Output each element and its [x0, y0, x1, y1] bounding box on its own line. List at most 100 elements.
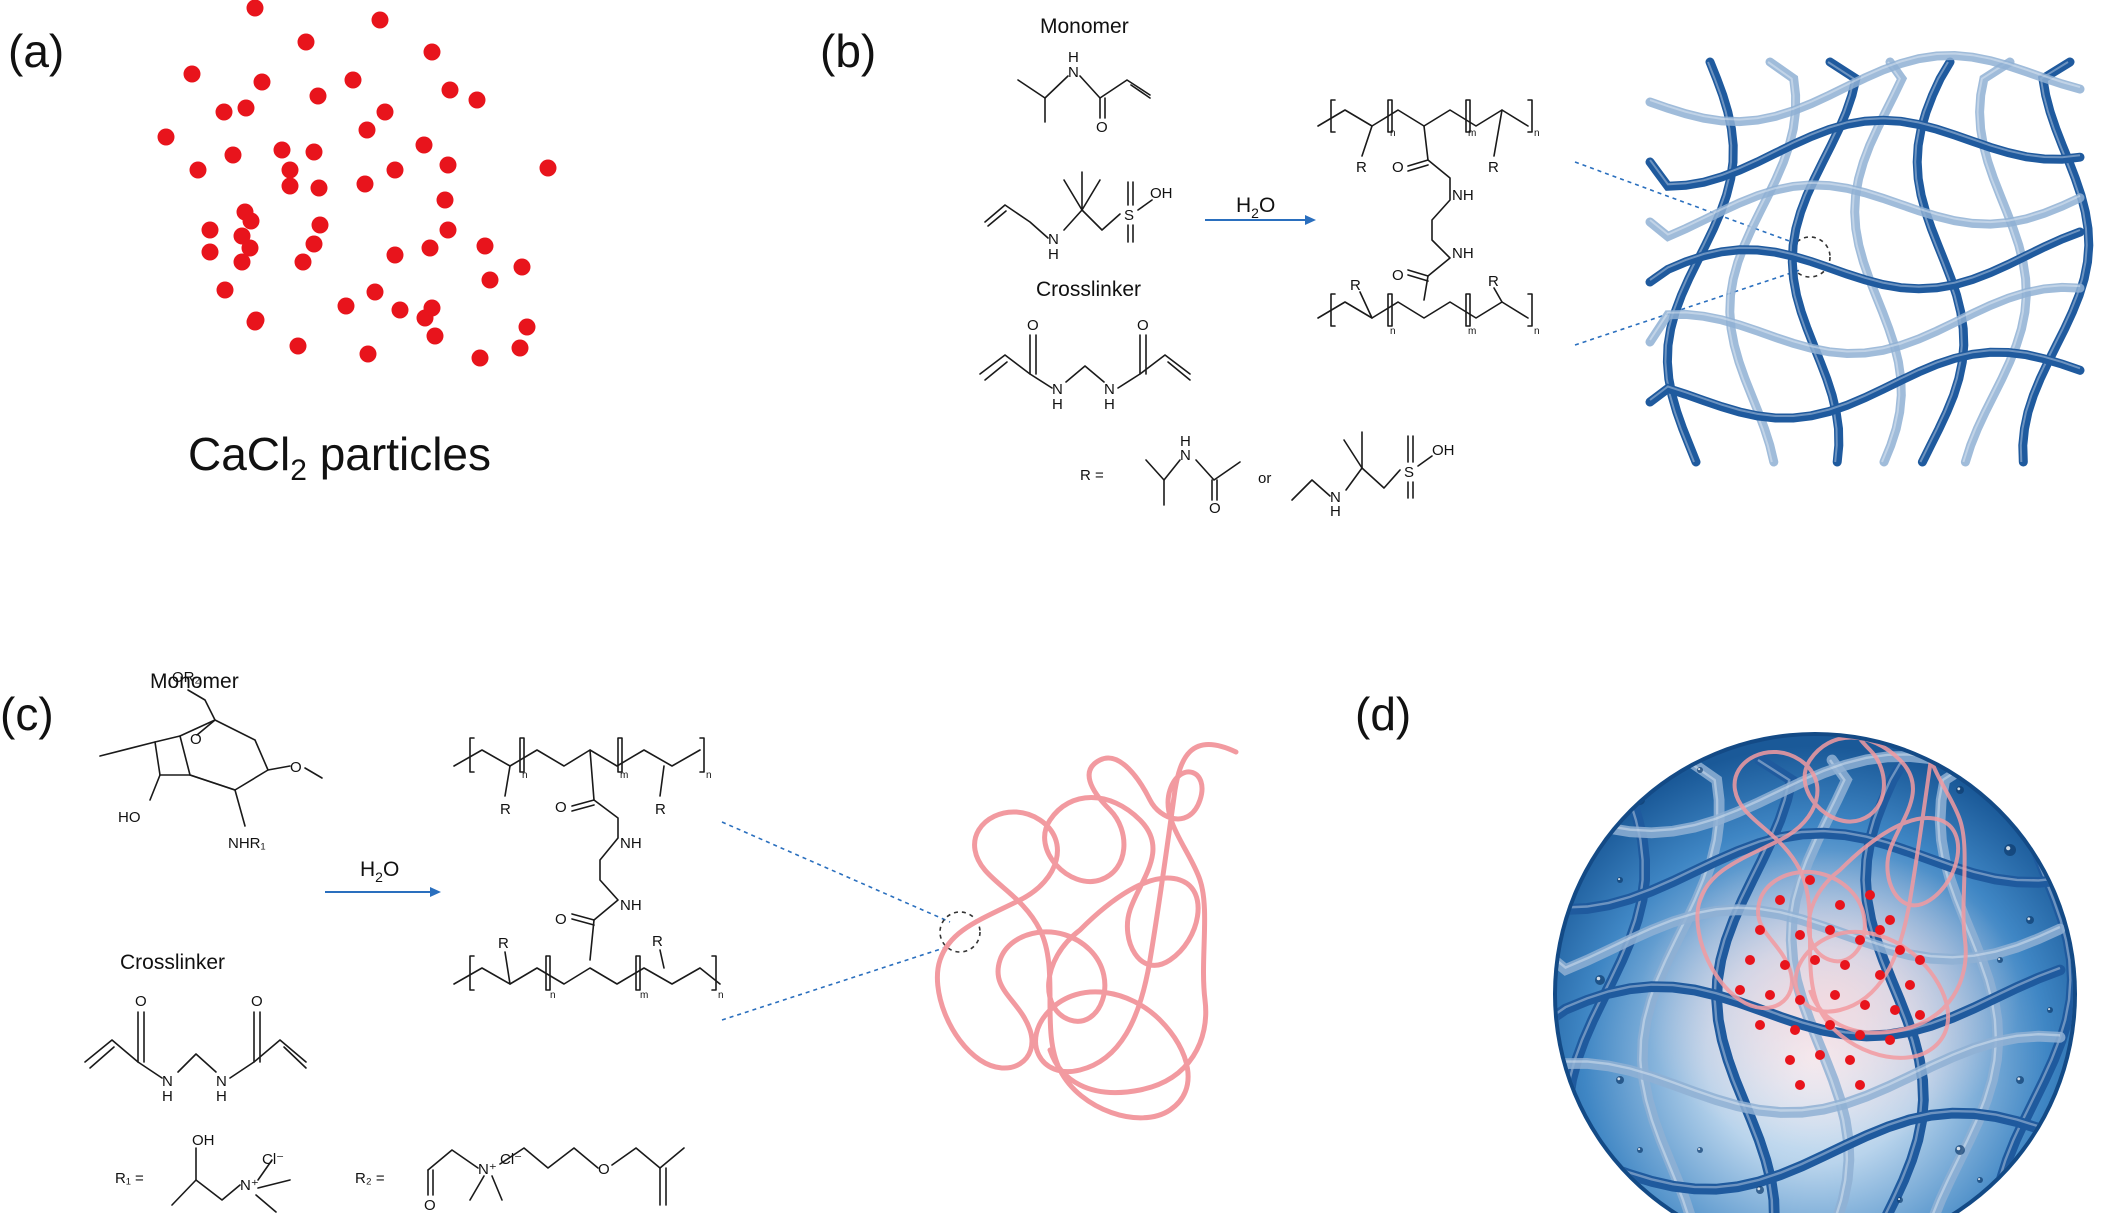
- cacl2-particle: [471, 349, 489, 367]
- network-strand-highlight: [1557, 1032, 2061, 1112]
- water-bubble-highlight: [1617, 1077, 1621, 1081]
- sphere-particle: [1885, 1035, 1895, 1045]
- cacl2-particle: [233, 227, 251, 245]
- svg-text:n: n: [550, 990, 556, 1001]
- panel-c: (c) Monomer O HO NHR₁ O OR₂ Crosslinker: [0, 669, 1239, 1213]
- water-bubble-highlight: [2006, 846, 2011, 851]
- sphere-particle: [1810, 955, 1820, 965]
- sphere-particle: [1890, 1005, 1900, 1015]
- network-strand: [1645, 282, 2085, 359]
- svg-text:NHR₁: NHR₁: [228, 835, 266, 852]
- cacl2-particle: [513, 258, 531, 276]
- sphere-particle: [1795, 995, 1805, 1005]
- cacl2-particles: [157, 0, 557, 367]
- water-bubble: [1997, 957, 2003, 963]
- svg-text:H: H: [1104, 396, 1115, 413]
- sphere-particle: [1895, 945, 1905, 955]
- cacl2-particle: [237, 99, 255, 117]
- panel-c-label: (c): [0, 688, 54, 740]
- cacl2-particle: [359, 345, 377, 363]
- sphere-particle: [1860, 1000, 1870, 1010]
- sphere-particle: [1755, 1020, 1765, 1030]
- svg-text:H: H: [1068, 49, 1079, 66]
- water-bubble: [1637, 1147, 1643, 1153]
- cacl2-particle: [253, 73, 271, 91]
- water-bubble-highlight: [1698, 768, 1701, 771]
- panel-c-polymer-structure: n m n R R O NH NH O n m n R R: [453, 737, 724, 1001]
- panel-c-monomer-label: Monomer: [150, 670, 239, 693]
- cacl2-particle: [247, 311, 265, 329]
- water-bubble: [1897, 1197, 1903, 1203]
- water-bubble: [2047, 1007, 2053, 1013]
- cacl2-particle: [183, 65, 201, 83]
- svg-text:R: R: [655, 801, 666, 818]
- cacl2-particle: [386, 161, 404, 179]
- panel-d: (d): [1355, 688, 2077, 1213]
- water-bubble-highlight: [1698, 1148, 1701, 1151]
- network-strand-highlight: [1639, 759, 1719, 1213]
- svg-text:m: m: [1468, 128, 1476, 139]
- svg-text:H: H: [1180, 433, 1191, 450]
- cacl2-particle: [281, 161, 299, 179]
- cacl2-particle: [310, 179, 328, 197]
- panel-a-caption: CaCl2 particles: [188, 428, 491, 487]
- sphere-particle: [1835, 900, 1845, 910]
- cacl2-particle: [439, 221, 457, 239]
- water-bubble: [1595, 975, 1605, 985]
- svg-text:O: O: [1027, 317, 1039, 334]
- cacl2-particle: [415, 136, 433, 154]
- amps-structure: N H S OH: [984, 171, 1173, 263]
- svg-text:R: R: [1488, 273, 1499, 290]
- mba-structure-b: O O N H N H: [979, 317, 1191, 413]
- svg-text:N⁺: N⁺: [478, 1161, 497, 1178]
- cacl2-particle: [233, 253, 251, 271]
- sphere-particle: [1830, 990, 1840, 1000]
- cacl2-particle: [216, 281, 234, 299]
- network-strand: [1645, 180, 2085, 242]
- sphere-particle: [1790, 1025, 1800, 1035]
- svg-text:m: m: [1468, 326, 1476, 337]
- cacl2-particle: [366, 283, 384, 301]
- svg-text:m: m: [620, 770, 628, 781]
- mba-structure-c: O O N H N H: [84, 993, 307, 1105]
- svg-text:N: N: [216, 1073, 227, 1090]
- sphere-particle: [1805, 875, 1815, 885]
- cacl2-particle: [481, 271, 499, 289]
- svg-text:H: H: [216, 1088, 227, 1105]
- chitosan-monomer-structure: O HO NHR₁ O OR₂: [99, 669, 323, 852]
- network-strand-highlight: [1557, 906, 2061, 969]
- cacl2-particle: [337, 297, 355, 315]
- water-bubble: [1756, 1186, 1764, 1194]
- panel-b-reagent: H2O: [1236, 194, 1275, 221]
- r-definition-b: R = H N O or N H S OH: [1080, 431, 1455, 520]
- network-strand-highlight: [1649, 229, 2081, 288]
- sphere-particle: [1775, 895, 1785, 905]
- water-bubble-highlight: [2027, 917, 2031, 921]
- cacl2-particle: [201, 243, 219, 261]
- sphere-particle: [1765, 990, 1775, 1000]
- svg-text:n: n: [1390, 128, 1396, 139]
- zoom-line-c-top: [721, 821, 951, 923]
- svg-text:H: H: [1052, 396, 1063, 413]
- water-bubble-highlight: [1978, 1178, 1981, 1181]
- svg-text:R: R: [500, 801, 511, 818]
- sphere-particle: [1865, 890, 1875, 900]
- cacl2-particle: [289, 337, 307, 355]
- water-bubble: [1956, 786, 1964, 794]
- svg-text:N: N: [1052, 381, 1063, 398]
- sphere-particle: [1785, 1055, 1795, 1065]
- svg-text:OH: OH: [1432, 442, 1455, 459]
- cacl2-particle: [241, 239, 259, 257]
- svg-text:NH: NH: [620, 835, 642, 852]
- network-strand-highlight: [1649, 181, 2081, 236]
- cacl2-particle: [376, 103, 394, 121]
- svg-text:O: O: [555, 799, 567, 816]
- cacl2-particle: [215, 103, 233, 121]
- polymer-coil: [934, 742, 1239, 1121]
- svg-text:n: n: [706, 770, 712, 781]
- sphere-particle: [1840, 960, 1850, 970]
- svg-text:O: O: [598, 1161, 610, 1178]
- svg-text:O: O: [290, 759, 302, 776]
- network-strand: [1645, 227, 2085, 294]
